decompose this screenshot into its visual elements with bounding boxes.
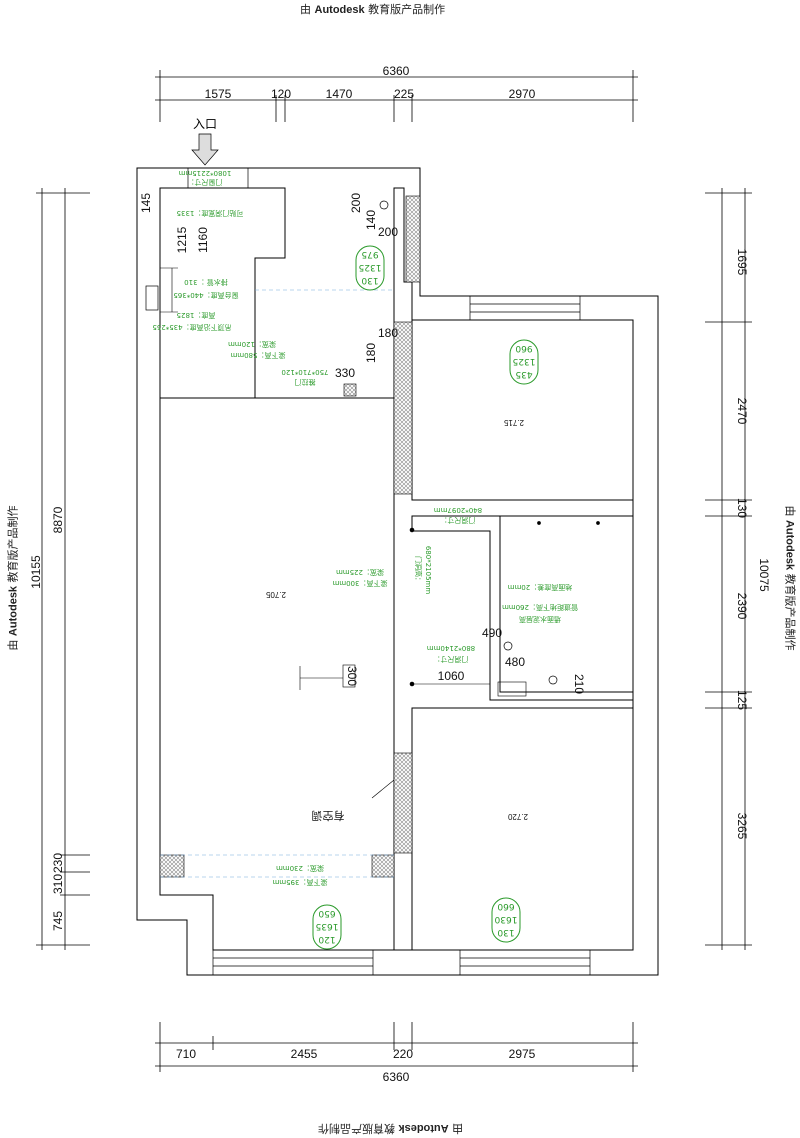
note-bedroom1-door-1: 840*2097mm [434,506,482,514]
dim-int-1160: 1160 [196,227,210,253]
note-entry-door-2: 门窗尺寸： [188,178,223,187]
dim-top-total: 6360 [383,64,410,78]
dim-int-180b: 180 [364,343,378,363]
dim-bottom-3: 220 [393,1047,413,1061]
svg-text:130: 130 [361,275,378,285]
dim-bottom-1: 710 [176,1047,196,1061]
height-bedroom1: 2.715 [503,418,524,427]
window-tag-bedroom2: 130 1630 660 [491,897,521,943]
note-bath-2: 管道距地下高：260mm [502,603,578,612]
note-kitchen-1: 排水管 ：310 [184,278,228,287]
dim-int-200b: 200 [378,225,398,239]
dim-top-5: 2970 [509,87,536,101]
annotation-notes: 1080*2215mm 门窗尺寸： 可贴门洞宽度：1335 排水管 ：310 窗… [152,169,578,887]
structural-columns [159,195,421,878]
window-tag-balcony: 120 1635 650 [312,904,342,950]
ac-label: 有空调 [312,809,345,823]
dim-right-outer: 10075 [757,558,771,592]
dim-right-3: 130 [735,498,749,518]
svg-text:435: 435 [515,369,532,379]
note-kitchen-beam-1: 梁宽：120mm [228,340,276,349]
dim-bottom-4: 2975 [509,1047,536,1061]
note-bath-3: 墙面水泥层高 [519,615,561,624]
right-dimension-chain: 1695 2470 130 2390 125 3265 10075 [705,188,771,950]
windows [145,167,591,976]
dim-right-5: 125 [735,690,749,710]
svg-text:660: 660 [497,901,514,911]
dim-left-outer: 10155 [29,555,43,589]
dim-int-480: 480 [505,655,525,669]
note-bath-1: 地面高度差：20mm [508,583,573,592]
note-living-beam-2: 梁下高：300mm [332,579,387,588]
interior-dimensions: 145 200 140 200 1160 1215 180 180 330 49… [139,193,586,695]
markers [379,200,600,685]
note-bath-door-2: 门洞高： [414,556,423,584]
dim-right-4: 2390 [735,593,749,620]
svg-text:1635: 1635 [316,921,339,931]
entrance-arrow: 入口 [191,117,219,166]
dim-bottom-2: 2455 [291,1047,318,1061]
note-corridor: 可贴门洞宽度：1335 [177,209,244,218]
note-balcony-beam-1: 梁宽：230mm [276,864,324,873]
note-bath-door-1: 680*2105mm [424,546,432,594]
dim-int-140: 140 [364,210,378,230]
watermark-top: 由 Autodesk 教育版产品制作 [300,3,446,16]
outer-walls [136,167,659,976]
dim-int-1060: 1060 [438,669,465,683]
left-dimension-chain: 10155 8870 230 310 745 [29,188,90,950]
note-entry-door-1: 1080*2215mm [178,169,231,177]
top-dimension-chain: 6360 1575 120 1470 225 2970 [155,64,638,122]
window-tag-kitchen: 130 1325 975 [355,245,385,291]
height-bedroom2: 2.720 [507,812,528,821]
dim-top-2: 120 [271,87,291,101]
dim-int-180a: 180 [378,326,398,340]
svg-text:1325: 1325 [513,356,536,366]
dim-int-330: 330 [335,366,355,380]
note-kitchen-beam-2: 梁下高：580mm [230,351,285,360]
note-kitchen-door-2: 推拉门 [295,378,316,387]
note-kitchen-door-1: 750*710*120 [281,368,328,376]
dim-left-745: 745 [51,911,65,931]
dim-top-3: 1470 [326,87,353,101]
note-living-beam-1: 梁宽：225mm [336,568,384,577]
window-tag-bedroom1: 435 1325 960 [509,339,539,385]
svg-text:入口: 入口 [193,117,217,131]
dim-left-145: 145 [139,193,153,213]
bottom-dimension-chain: 710 2455 220 2975 6360 [155,1022,638,1084]
note-kitchen-3: 高度：1825 [177,311,216,320]
room-heights: 2.715 2.705 2.720 [265,418,528,821]
dim-int-210: 210 [572,674,586,694]
note-bedroom2-door-2: 门洞尺寸： [434,655,469,664]
note-kitchen-2: 窗台高度：440*365 [173,291,238,300]
height-living: 2.705 [265,590,286,599]
dim-top-1: 1575 [205,87,232,101]
svg-text:130: 130 [497,927,514,937]
svg-text:1630: 1630 [494,914,517,924]
dim-left-310: 310 [51,874,65,894]
dim-right-2: 2470 [735,398,749,425]
note-balcony-beam-2: 梁下高：395mm [272,878,327,887]
dim-int-200a: 200 [349,193,363,213]
dim-int-300: 300 [345,666,359,686]
note-bedroom2-door-1: 880*2140mm [427,644,475,652]
svg-text:975: 975 [361,249,378,259]
svg-text:650: 650 [318,908,335,918]
dim-int-490: 490 [482,626,502,640]
dim-top-4: 225 [394,87,414,101]
svg-text:1325: 1325 [359,262,382,272]
note-bedroom1-door-2: 门洞尺寸： [441,516,476,525]
dim-left-230: 230 [51,853,65,873]
dim-right-1: 1695 [735,249,749,276]
svg-text:120: 120 [318,934,335,944]
svg-text:960: 960 [515,343,532,353]
dim-int-1215: 1215 [175,226,189,253]
window-tags: 130 1325 975 435 1325 960 120 1635 650 1… [312,245,539,950]
dim-bottom-total: 6360 [383,1070,410,1084]
dim-right-6: 3265 [735,813,749,840]
dim-left-inner: 8870 [51,506,65,533]
note-kitchen-4: 吊顶下沿高度：435*255 [152,323,231,332]
